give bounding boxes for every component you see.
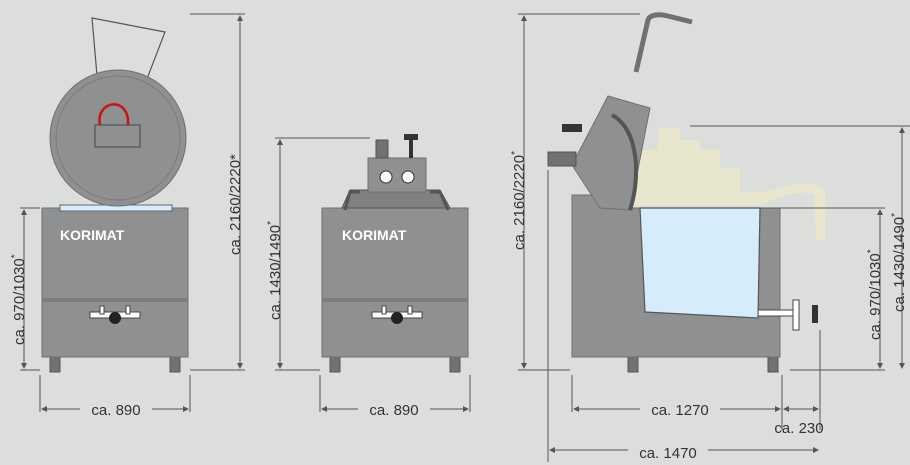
- drain-pipe: [757, 309, 794, 317]
- front-view-closed: KORIMAT ca. 1430/1490* ca. 890: [266, 134, 471, 419]
- leg: [449, 354, 461, 373]
- dim-width: ca. 890: [91, 402, 140, 419]
- drain-tap-icon: [371, 305, 423, 324]
- dim-extra: ca. 230: [774, 420, 823, 437]
- lid-motor-box: [367, 157, 427, 193]
- side-view: ca. 2160/2220* ca. 970/1030* ca. 1430/14…: [510, 12, 910, 462]
- dim-height-body: ca. 970/1030*: [866, 249, 884, 340]
- drain-valve-icon: [792, 299, 818, 331]
- closed-lid-ghost: [625, 128, 825, 240]
- drain-tap-icon: [89, 305, 141, 324]
- leg: [169, 354, 181, 373]
- dim-total-depth: ca. 1470: [639, 445, 697, 462]
- brand-label: KORIMAT: [60, 227, 125, 243]
- machine-body: [41, 207, 189, 358]
- lid-handle: [633, 12, 693, 73]
- red-latch-icon: [98, 103, 130, 126]
- dim-height-total: ca. 1430/1490*: [266, 221, 284, 320]
- front-view: KORIMAT ca. 970/1030* ca. 2160/2220* ca.…: [10, 13, 245, 419]
- machine-body: [321, 207, 469, 358]
- lid-lock-box: [94, 124, 141, 148]
- open-lid: [571, 95, 651, 211]
- drawer-line: [42, 298, 188, 302]
- leg: [627, 354, 639, 373]
- motor: [547, 151, 577, 167]
- leg: [329, 354, 341, 373]
- dim-width: ca. 890: [369, 402, 418, 419]
- cooking-tank: [639, 207, 761, 319]
- dim-height-total: ca. 2160/2220*: [227, 154, 244, 255]
- dim-height-closed: ca. 1430/1490*: [890, 213, 908, 312]
- dim-height-body: ca. 970/1030*: [10, 254, 28, 345]
- leg: [49, 354, 61, 373]
- brand-label: KORIMAT: [342, 227, 407, 243]
- dim-depth: ca. 1270: [651, 402, 709, 419]
- leg: [767, 354, 779, 373]
- dim-height-open: ca. 2160/2220*: [510, 151, 528, 250]
